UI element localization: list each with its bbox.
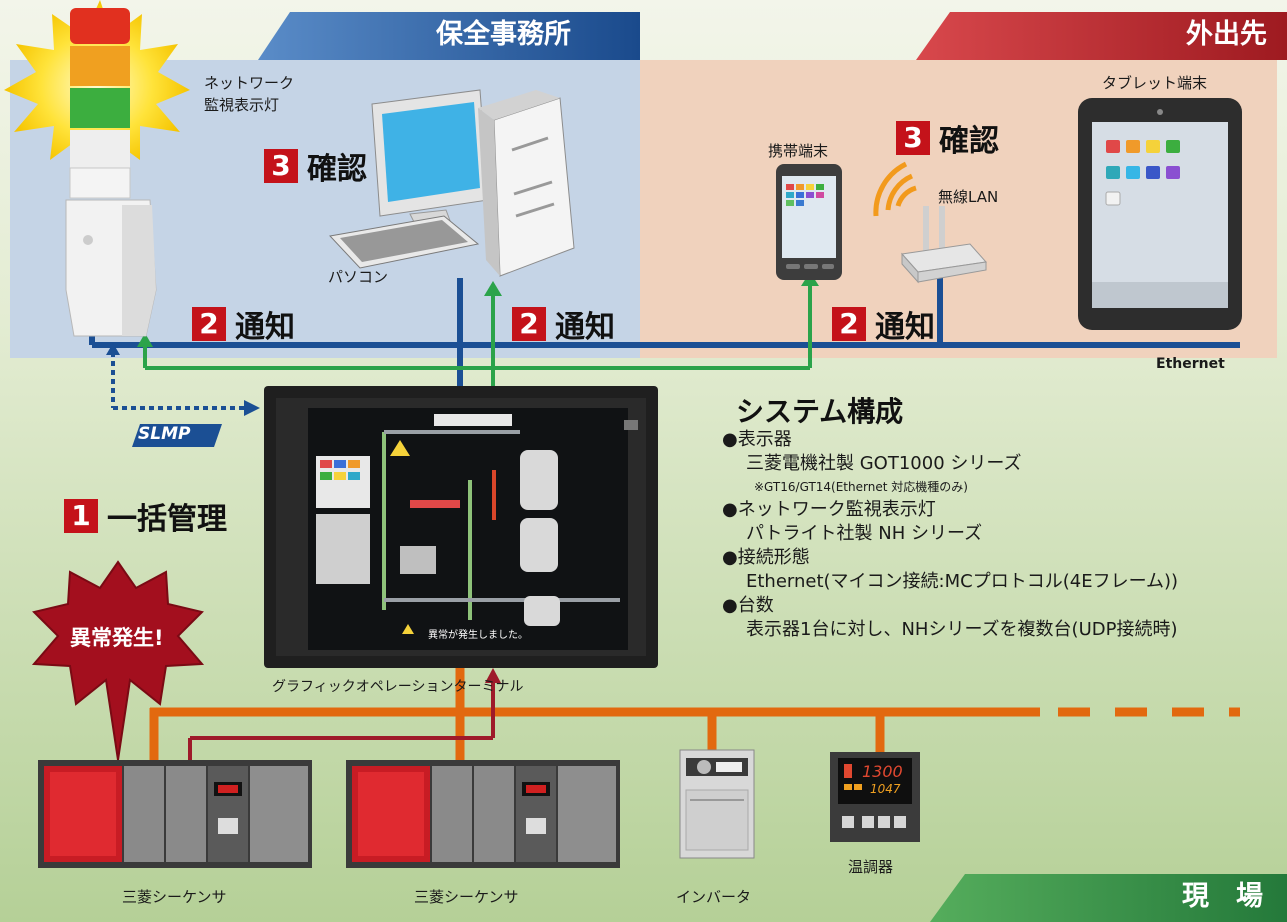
inverter-image: [679, 749, 755, 859]
step-text: 確認: [307, 152, 367, 187]
step-text: 通知: [875, 310, 935, 345]
office-header: 保全事務所: [436, 19, 571, 50]
spec-count-line: 表示器1台に対し、NHシリーズを複数台(UDP接続時): [746, 619, 1178, 640]
tablet-image: [1078, 98, 1242, 330]
hmi-alarm-message: 異常が発生しました。: [428, 630, 528, 641]
system-spec-list: ●表示器 三菱電機社製 GOT1000 シリーズ ※GT16/GT14(Ethe…: [722, 428, 1178, 642]
temp-controller-label: 温調器: [848, 858, 894, 876]
signal-tower-label-line2: 監視表示灯: [204, 96, 280, 114]
step-number: 3: [896, 121, 930, 155]
spec-light-line: パトライト社製 NH シリーズ: [746, 523, 983, 544]
step-notify-pc: 2 通知: [512, 302, 615, 346]
slmp-link: [111, 352, 246, 410]
slmp-label: SLMP: [138, 424, 191, 444]
step-text: 通知: [235, 310, 295, 345]
ethernet-network: [89, 276, 1240, 392]
plc-2-label: 三菱シーケンサ: [414, 888, 519, 906]
outside-header: 外出先: [1186, 19, 1267, 50]
step-number: 2: [192, 307, 226, 341]
spec-display-note: ※GT16/GT14(Ethernet 対応機種のみ): [754, 480, 968, 494]
got-label: グラフィックオペレーションターミナル: [272, 679, 524, 695]
slmp-badge-bg: [132, 424, 222, 447]
step-number: 2: [512, 307, 546, 341]
got-panel-image: [264, 386, 658, 668]
plc-response-line: [188, 682, 495, 760]
phone-image: [776, 164, 842, 280]
site-header: 現 場: [1182, 881, 1263, 912]
signal-tower-label-line1: ネットワーク: [204, 74, 295, 92]
system-title: システム構成: [736, 395, 904, 428]
temp-controller-image: [830, 752, 920, 842]
office-header-bar: [258, 12, 640, 60]
spec-display-head: ●表示器: [722, 429, 792, 450]
ethernet-label: Ethernet: [1156, 356, 1225, 372]
pc-label: パソコン: [328, 268, 389, 286]
signal-tower-label: ネットワーク 監視表示灯: [204, 72, 294, 116]
step-number: 3: [264, 149, 298, 183]
step-notify-mobile: 2 通知: [832, 302, 935, 346]
step-number: 1: [64, 499, 98, 533]
spec-display-line: 三菱電機社製 GOT1000 シリーズ: [746, 453, 1022, 474]
wifi-label: 無線LAN: [938, 188, 999, 206]
step-text: 通知: [555, 310, 615, 345]
spec-count-head: ●台数: [722, 595, 774, 616]
plc-2-image: [346, 760, 620, 868]
alarm-label: 異常発生!: [70, 626, 164, 650]
signal-tower-image: [4, 0, 190, 337]
wifi-router-image: [873, 161, 987, 284]
step-text: 確認: [939, 124, 999, 159]
spec-light-head: ●ネットワーク監視表示灯: [722, 499, 936, 520]
plc-1-label: 三菱シーケンサ: [122, 888, 227, 906]
tablet-label: タブレット端末: [1102, 74, 1208, 92]
spec-connection-head: ●接続形態: [722, 547, 810, 568]
phone-label: 携帯端末: [768, 142, 829, 160]
spec-connection-line: Ethernet(マイコン接続:MCプロトコル(4Eフレーム)): [746, 571, 1179, 592]
site-header-bar: [930, 874, 1287, 922]
step-manage: 1 一括管理: [64, 494, 227, 538]
step-confirm-pc: 3 確認: [264, 144, 367, 188]
step-notify-tower: 2 通知: [192, 302, 295, 346]
temp-pv-readout: 1300: [862, 762, 903, 781]
notification-lines: [143, 282, 812, 392]
step-text: 一括管理: [107, 502, 227, 537]
step-confirm-mobile: 3 確認: [896, 116, 999, 160]
inverter-label: インバータ: [676, 888, 752, 906]
field-bus: [149, 668, 1240, 760]
temp-sv-readout: 1047: [870, 782, 901, 796]
step-number: 2: [832, 307, 866, 341]
pc-image: [329, 89, 575, 277]
outside-header-bar: [916, 12, 1287, 60]
plc-1-image: [38, 760, 312, 868]
